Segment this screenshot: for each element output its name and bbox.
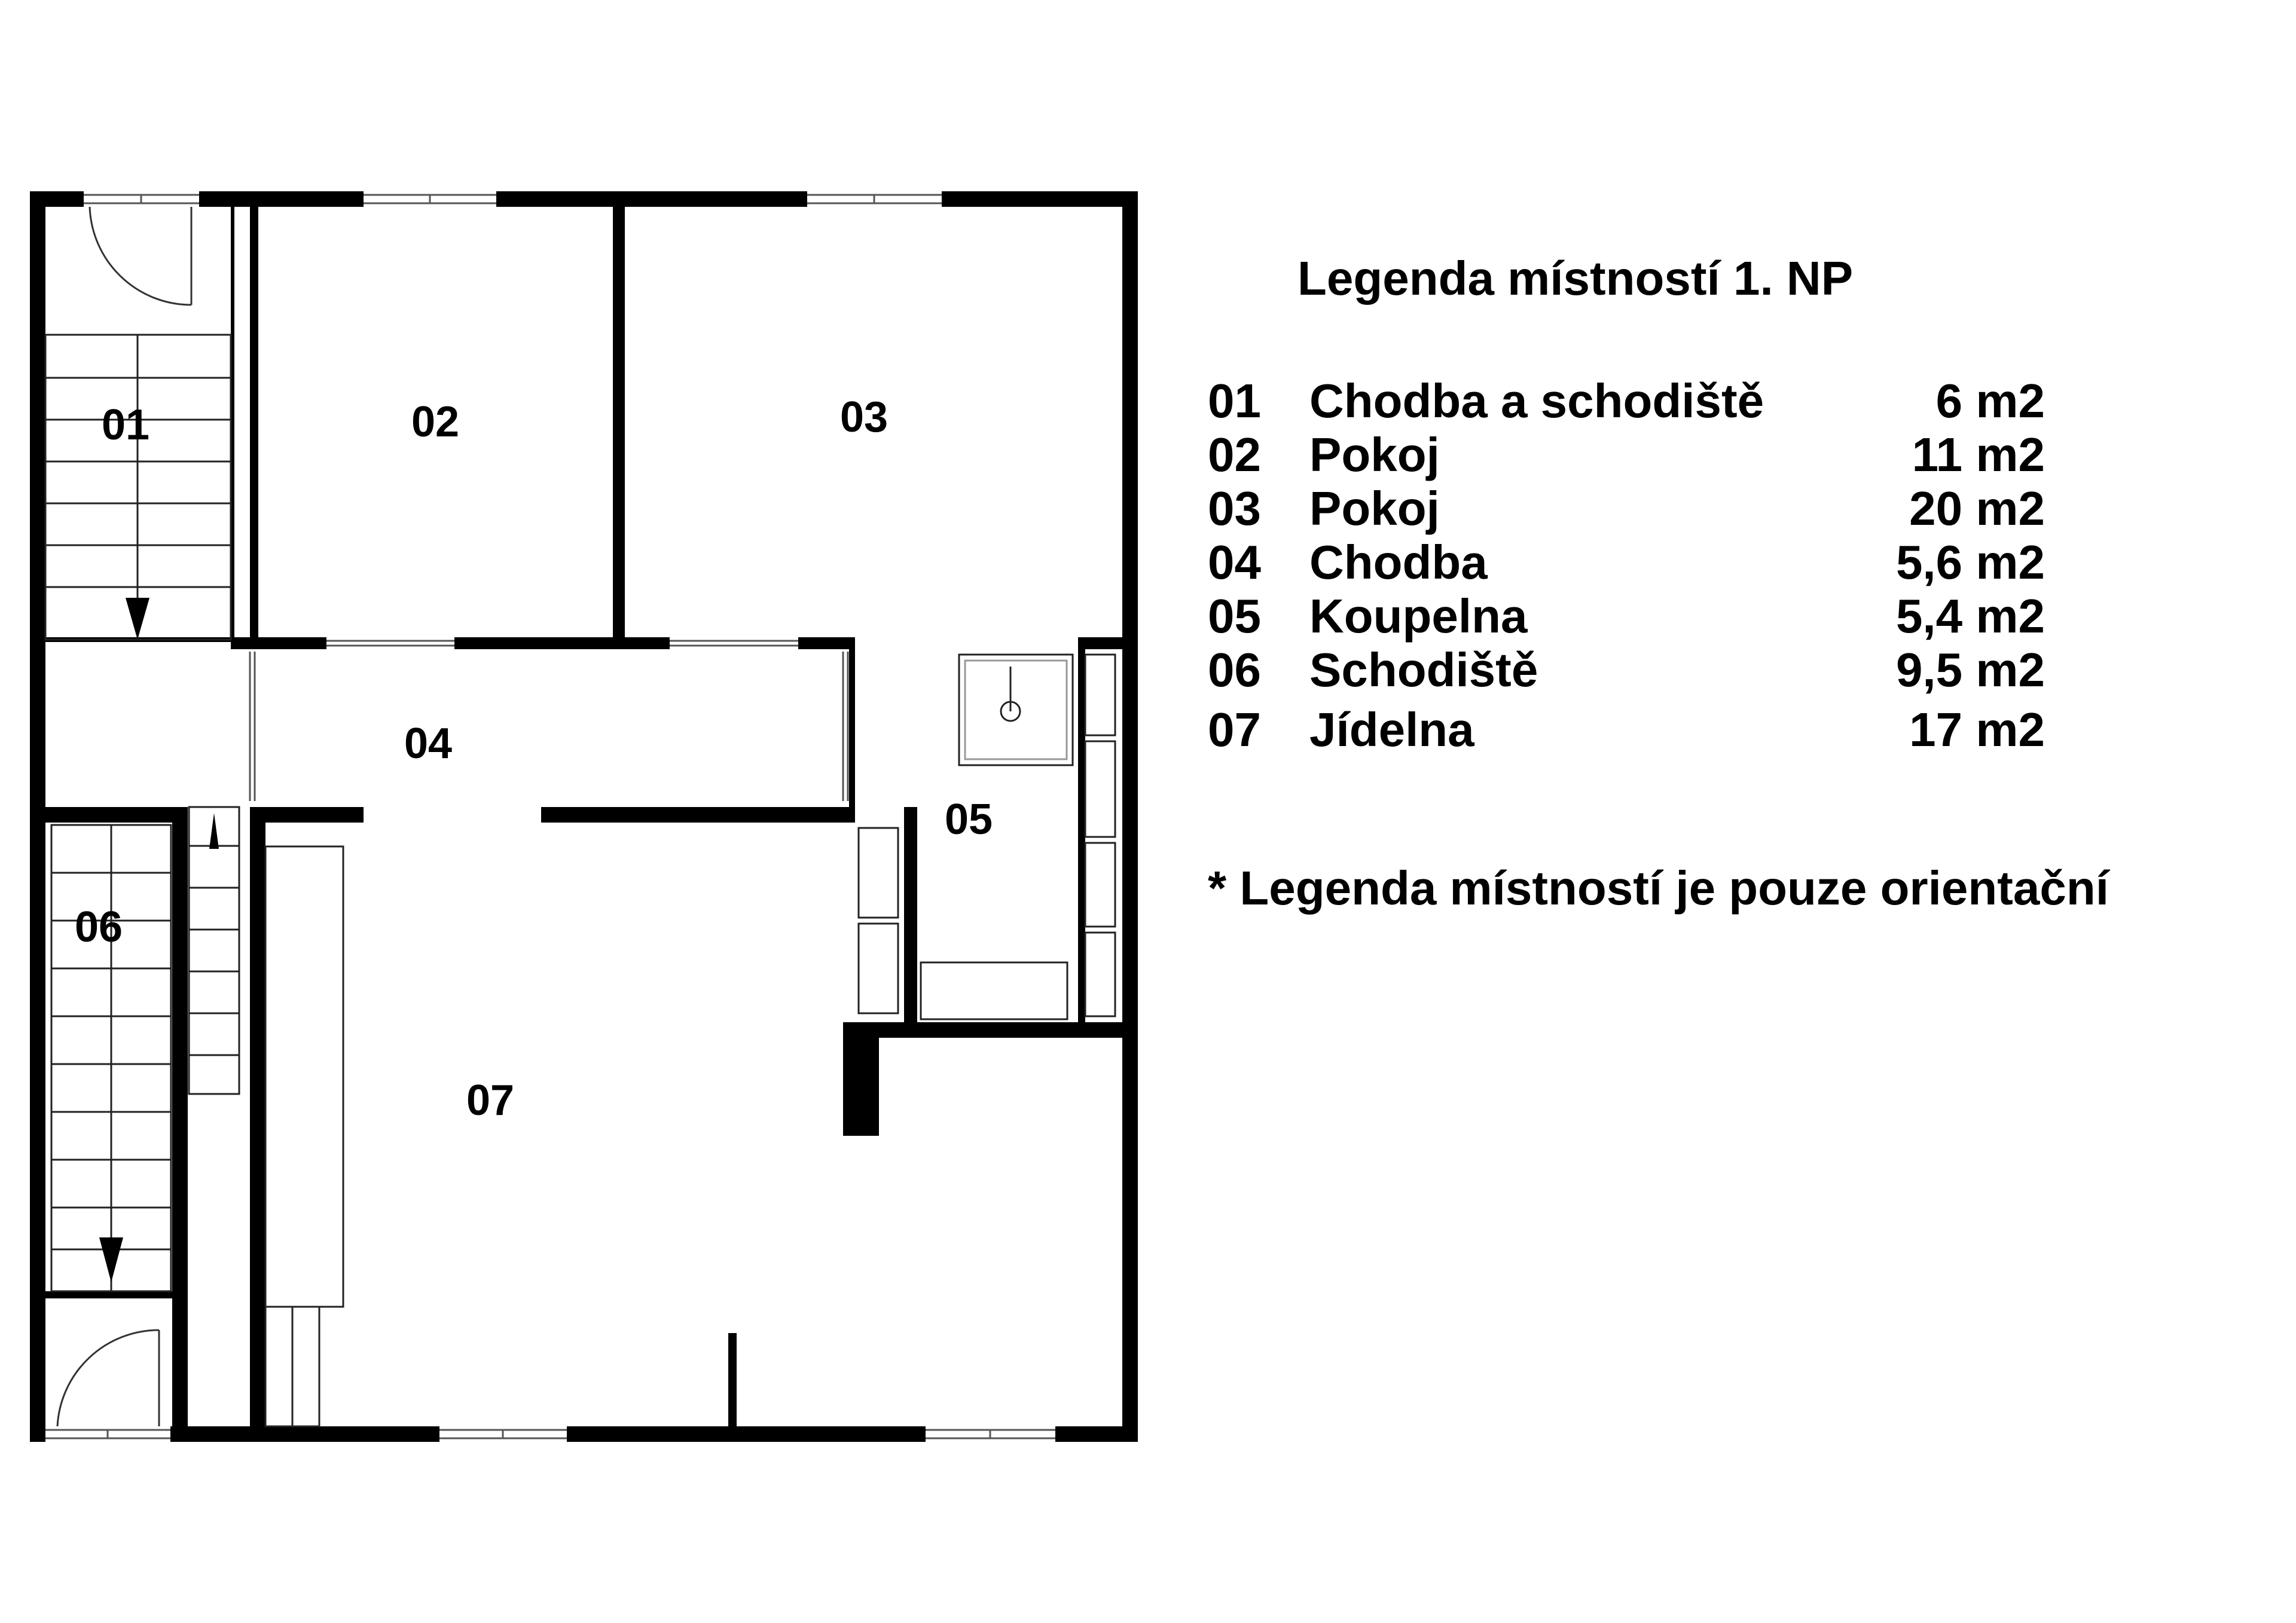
legend-item: 04 Chodba 5,6 m2 [1208, 535, 2045, 589]
legend-item-number: 06 [1208, 643, 1261, 696]
wall-rooms-bottom-2 [454, 637, 670, 649]
wall-02-03 [613, 207, 625, 643]
window-bottom-3 [926, 1429, 1055, 1439]
wall-top-4 [942, 191, 1136, 207]
window-bottom-1 [45, 1429, 170, 1439]
stair-arrow-narrow [209, 813, 219, 849]
bathroom-cabinets [857, 653, 1116, 1020]
legend-note: * Legenda místností je pouze orientační [1208, 861, 2109, 915]
wall-stub-07 [843, 1022, 879, 1136]
legend-title: Legenda místností 1. NP [1297, 252, 1854, 305]
window-top-3 [807, 194, 942, 204]
wall-bottom-2 [567, 1426, 926, 1442]
window-top-2 [364, 194, 496, 204]
wall-bath-bottom [849, 1022, 1136, 1038]
interior-walls [30, 207, 1136, 1442]
sliding-doors [249, 640, 849, 801]
legend-item-name: Koupelna [1309, 589, 1528, 643]
wall-bath-lower [904, 807, 917, 1028]
room-label-04: 04 [404, 720, 452, 768]
door-swings [56, 206, 193, 1427]
room-label-02: 02 [411, 398, 459, 446]
legend-item-number: 07 [1208, 703, 1261, 756]
wall-rooms-bottom-3 [798, 637, 849, 649]
wall-04-07-right [541, 807, 855, 823]
legend-item-number: 05 [1208, 589, 1261, 643]
staircase-06 [50, 824, 172, 1292]
legend-item: 06 Schodiště 9,5 m2 [1208, 643, 2045, 696]
legend-item-area: 11 m2 [1912, 428, 2045, 481]
legend-item-number: 04 [1208, 536, 1261, 589]
legend-item: 07 Jídelna 17 m2 [1208, 702, 2045, 756]
wall-bottom-1 [170, 1426, 439, 1442]
openings [265, 817, 900, 1014]
legend-item: 03 Pokoj 20 m2 [1208, 481, 2045, 535]
shower [958, 653, 1074, 766]
staircase-narrow [188, 806, 240, 1095]
wall-bath-left [849, 637, 855, 811]
stair-arrow-01 [126, 598, 149, 640]
wall-bath-right-outer [1078, 637, 1085, 1032]
wall-06-top [30, 807, 185, 823]
legend-item-area: 5,6 m2 [1895, 536, 2045, 589]
wall-top-2 [199, 191, 364, 207]
wall-top-3 [496, 191, 807, 207]
wall-01-02 [250, 207, 258, 643]
legend-item-name: Schodiště [1309, 643, 1538, 696]
legend-item: 01 Chodba a schodiště 6 m2 [1208, 374, 2045, 427]
room-label-01: 01 [102, 401, 149, 449]
wall-06-right [172, 807, 188, 1442]
windows [45, 194, 1055, 1439]
door-entrance-top [88, 206, 193, 306]
legend-item-area: 5,4 m2 [1895, 589, 2045, 643]
wall-rooms-bottom-1 [231, 637, 326, 649]
legend-item: 02 Pokoj 11 m2 [1208, 427, 2045, 481]
bathroom-fixtures [857, 653, 1116, 1020]
room-label-03: 03 [840, 393, 888, 441]
legend-item-area: 17 m2 [1909, 703, 2045, 756]
room-label-07: 07 [466, 1077, 514, 1124]
kitchen-counter [264, 845, 344, 1428]
floor-plan: 01 02 03 04 05 06 07 [30, 191, 1138, 1442]
wall-rooms-bottom-4 [1082, 637, 1124, 649]
legend-item-name: Pokoj [1309, 428, 1440, 481]
wall-bottom-3 [1055, 1426, 1138, 1442]
room-label-05: 05 [945, 796, 993, 843]
window-bottom-2 [439, 1429, 567, 1439]
legend-item-number: 03 [1208, 482, 1261, 535]
wall-01-02-thin [231, 207, 234, 643]
legend-item-number: 02 [1208, 428, 1261, 481]
legend-item-name: Pokoj [1309, 482, 1440, 535]
legend-item-name: Chodba [1309, 536, 1488, 589]
legend-item-name: Jídelna [1309, 703, 1474, 756]
stair-arrow-06 [99, 1237, 123, 1282]
door-entrance-bottom [56, 1329, 160, 1427]
wall-right [1122, 191, 1138, 1442]
room-label-06: 06 [75, 903, 123, 951]
legend-item-area: 20 m2 [1909, 482, 2045, 535]
legend-item-name: Chodba a schodiště [1309, 374, 1764, 427]
wall-stub-07-bottom [728, 1333, 737, 1426]
wall-06-bottom [45, 1291, 183, 1298]
legend-item-area: 9,5 m2 [1895, 643, 2045, 696]
legend-item: 05 Koupelna 5,4 m2 [1208, 589, 2045, 643]
staircase-01 [44, 334, 232, 641]
window-top-1 [84, 194, 199, 204]
legend-item-area: 6 m2 [1935, 374, 2045, 427]
wall-04-07-left [250, 807, 364, 823]
wall-stair-corridor [250, 807, 265, 1442]
legend-item-number: 01 [1208, 374, 1261, 427]
